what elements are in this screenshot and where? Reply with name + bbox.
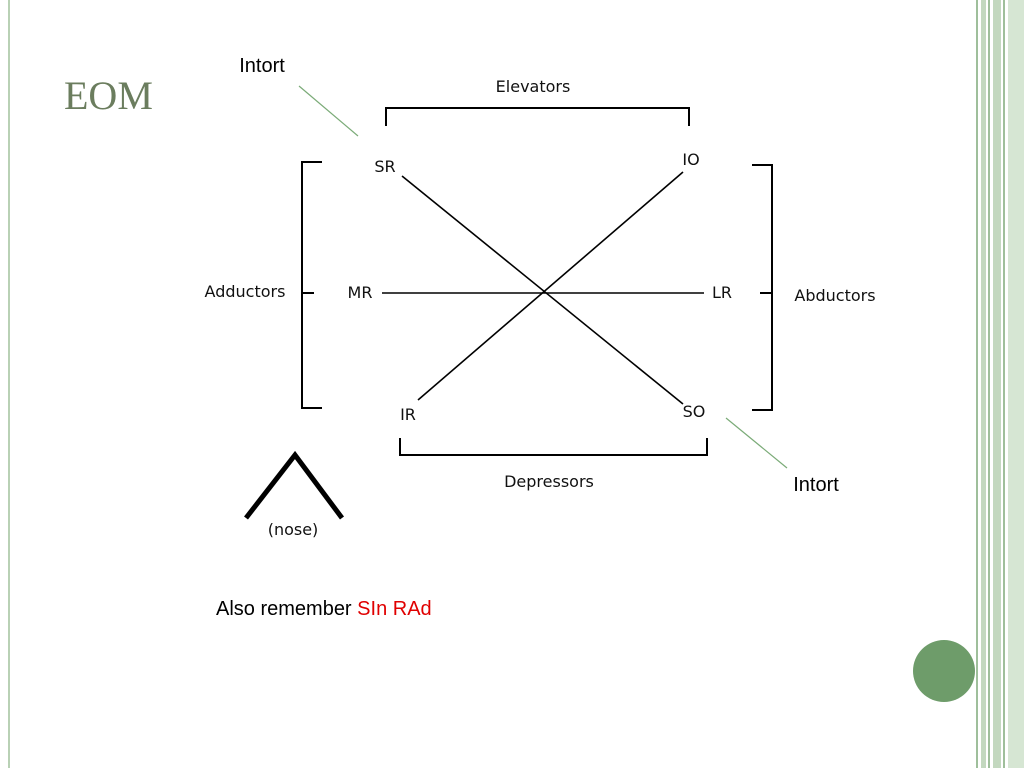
callout-line-bottom — [725, 417, 788, 469]
nose-caret — [244, 450, 345, 520]
depressors-bracket — [399, 438, 708, 456]
label-depressors: Depressors — [504, 472, 594, 491]
label-mr: MR — [348, 283, 373, 302]
label-abductors: Abductors — [794, 286, 875, 305]
footnote: Also remember SIn RAd — [216, 598, 432, 621]
label-elevators: Elevators — [496, 77, 571, 96]
callout-intort-bottom: Intort — [793, 474, 839, 496]
label-sr: SR — [374, 157, 395, 176]
abductors-bracket — [752, 164, 773, 411]
label-so: SO — [683, 402, 706, 421]
adductors-bracket — [301, 161, 322, 409]
elevators-bracket — [385, 107, 690, 126]
footnote-highlight: SIn RAd — [357, 598, 432, 620]
sr-so-line — [401, 175, 684, 405]
label-io: IO — [682, 150, 699, 169]
callout-line-top — [298, 85, 359, 137]
label-nose: (nose) — [268, 520, 319, 539]
left-border-rule — [8, 0, 10, 768]
label-adductors: Adductors — [205, 282, 286, 301]
callout-intort-top: Intort — [239, 55, 285, 77]
footnote-prefix: Also remember — [216, 598, 352, 620]
accent-circle — [913, 640, 975, 702]
slide-title: EOM — [64, 73, 153, 118]
label-ir: IR — [400, 405, 416, 424]
io-ir-line — [417, 171, 684, 401]
label-lr: LR — [712, 283, 732, 302]
